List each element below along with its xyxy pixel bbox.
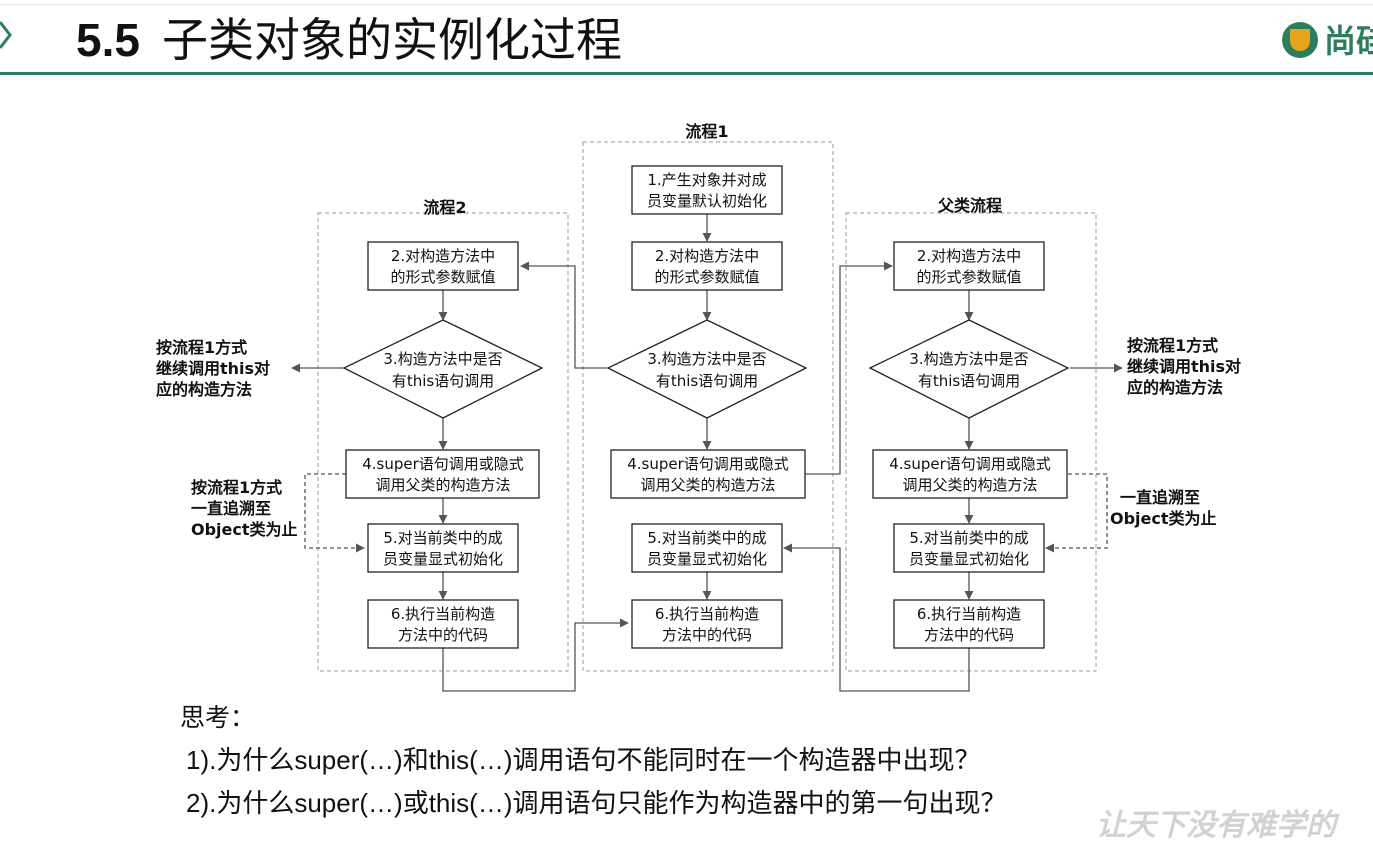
flow1-step3-diamond [606,319,808,419]
parent-step5-box [893,523,1045,573]
flow2-step5-line1: 5.对当前类中的成 [383,529,502,547]
flow1-step5-line1: 5.对当前类中的成 [647,529,766,547]
flow1-label: 流程1 [685,122,728,141]
note-right-this-line1: 按流程1方式 [1127,336,1218,355]
chevron-right-icon [0,21,12,49]
flow2-step5-line2: 员变量显式初始化 [383,550,503,568]
flow2-step4-box [345,449,540,499]
flow1-step2-line2: 的形式参数赋值 [654,268,759,286]
flow1-step1-line2: 员变量默认初始化 [647,192,767,210]
flow1-container [582,141,834,672]
note-left-this-line3: 应的构造方法 [156,380,252,399]
parent-step4-line2: 调用父类的构造方法 [902,476,1037,494]
flow1-step2-line1: 2.对构造方法中 [655,247,759,265]
logo-mark-icon [1282,22,1318,58]
flow2-label: 流程2 [423,198,466,217]
parent-step3-line2: 有this语句调用 [918,372,1020,390]
watermark-text: 让天下没有难学的 [1096,808,1336,843]
flow1-step5-line2: 员变量显式初始化 [647,550,767,568]
note-left-this-line1: 按流程1方式 [156,338,247,357]
parent-step2-box [893,241,1045,291]
flow2-step2-line1: 2.对构造方法中 [391,247,495,265]
parent-step6-line2: 方法中的代码 [924,626,1014,644]
title-text: 子类对象的实例化过程 [161,13,622,67]
parent-step3-line1: 3.构造方法中是否 [909,350,1028,368]
parent-step4-box [872,449,1068,499]
flow1-step6-box [631,599,783,649]
flow1-step4-line1: 4.super语句调用或隐式 [627,455,789,473]
flow1-step1-line1: 1.产生对象并对成 [647,171,766,189]
flow1-step5-box [631,523,783,573]
note-right-this-line3: 应的构造方法 [1127,378,1223,397]
flow2-step3-diamond [342,319,544,419]
flow1-step6-line2: 方法中的代码 [662,626,752,644]
flow1-step3-line1: 3.构造方法中是否 [647,350,766,368]
note-left-this-line2: 继续调用this对 [156,359,270,378]
instantiation-flowchart: 流程2 流程1 父类流程 2.对构造方法中 的形式参数赋值 [156,122,1241,692]
flow2-step6-line2: 方法中的代码 [398,626,488,644]
note-left-object-line1: 按流程1方式 [191,478,282,497]
parent-container [845,212,1097,672]
logo-text: 尚硅 [1324,22,1373,60]
flow2-step4-line2: 调用父类的构造方法 [375,476,510,494]
parent-label: 父类流程 [937,196,1002,215]
flow1-step3-line2: 有this语句调用 [656,372,758,390]
flow1-step2-box [631,241,783,291]
page-title: 5.5 子类对象的实例化过程 [76,10,622,70]
flow1-step1-box [631,165,783,215]
note-right-object-line2: Object类为止 [1110,509,1217,528]
flow1-step4-line2: 调用父类的构造方法 [640,476,775,494]
question-1: 1).为什么super(…)和this(…)调用语句不能同时在一个构造器中出现？ [186,745,981,775]
flow2-step6-line1: 6.执行当前构造 [391,605,495,623]
top-border-line [0,4,1373,5]
flow2-step5-box [367,523,519,573]
think-heading: 思考： [180,703,256,732]
parent-step5-line1: 5.对当前类中的成 [909,529,1028,547]
flow2-step3-line2: 有this语句调用 [392,372,494,390]
parent-step4-line1: 4.super语句调用或隐式 [889,455,1051,473]
flow2-step3-line1: 3.构造方法中是否 [383,350,502,368]
parent-step6-box [893,599,1045,649]
flow2-step2-line2: 的形式参数赋值 [390,268,495,286]
parent-step2-line1: 2.对构造方法中 [917,247,1021,265]
flow1-step4-box [610,449,806,499]
note-right-this-line2: 继续调用this对 [1127,357,1241,376]
note-right-object-line1: 一直追溯至 [1120,488,1200,507]
parent-step2-line2: 的形式参数赋值 [916,268,1021,286]
question-2: 2).为什么super(…)或this(…)调用语句只能作为构造器中的第一句出现… [186,788,1007,818]
flow2-step2-box [367,241,519,291]
flow2-step4-line1: 4.super语句调用或隐式 [362,455,524,473]
note-left-object-line3: Object类为止 [191,520,298,539]
parent-step5-line2: 员变量显式初始化 [909,550,1029,568]
note-left-object-line2: 一直追溯至 [191,499,271,518]
parent-step6-line1: 6.执行当前构造 [917,605,1021,623]
section-number: 5.5 [76,14,140,66]
parent-step3-diamond [868,319,1070,419]
title-underline [0,72,1373,75]
flow1-step6-line1: 6.执行当前构造 [655,605,759,623]
flow2-step6-box [367,599,519,649]
